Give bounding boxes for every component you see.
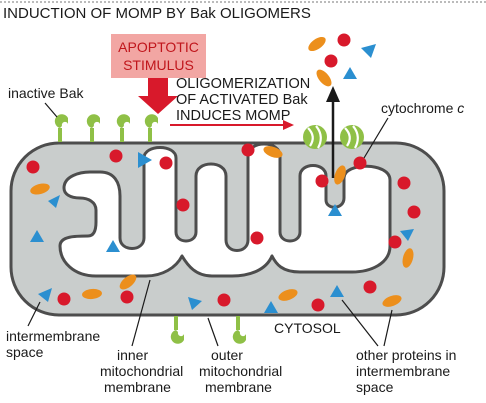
orange-proteins xyxy=(30,36,414,307)
blue-protein xyxy=(400,229,414,241)
inactive-bak-label: inactive Bak xyxy=(8,85,84,101)
blue-protein xyxy=(188,297,202,310)
oligomerization-line2: OF ACTIVATED Bak xyxy=(176,92,308,108)
orange-protein xyxy=(82,288,102,300)
inactive-bak-leader xyxy=(44,102,58,118)
cytochrome-dot xyxy=(337,33,351,47)
blue-protein xyxy=(48,195,60,208)
cytochrome-dot xyxy=(407,205,421,219)
release-arrowhead xyxy=(326,86,340,102)
cytochrome-dot xyxy=(217,293,231,307)
blue-protein xyxy=(264,301,278,313)
blue-protein xyxy=(30,230,44,242)
cytochrome-dot xyxy=(241,143,255,157)
other-leader-2 xyxy=(383,309,393,347)
blue-proteins xyxy=(30,44,414,313)
cytochrome-c-molecules xyxy=(26,33,421,312)
stimulus-line1: APOPTOTIC xyxy=(118,39,199,55)
bak-monomer xyxy=(86,114,100,142)
orange-protein xyxy=(316,69,332,87)
intermembrane-label-1: intermembrane xyxy=(6,328,100,344)
orange-protein xyxy=(334,165,346,185)
bak-oligomer-pore xyxy=(303,125,364,149)
cytochrome-dot xyxy=(57,292,71,306)
orange-protein xyxy=(119,274,137,290)
blue-protein xyxy=(106,240,120,252)
cytochrome-dot xyxy=(176,198,190,212)
cytochrome-dot xyxy=(324,54,338,68)
oligomerization-line3: INDUCES MOMP xyxy=(176,108,290,124)
other-label-1: other proteins in xyxy=(356,347,456,363)
blue-protein xyxy=(330,285,344,297)
cytochrome-dot xyxy=(26,160,40,174)
outer-label-2: mitochondrial xyxy=(199,363,282,379)
inner-leader xyxy=(131,279,151,347)
inner-label-1: inner xyxy=(117,347,148,363)
inactive-bak-group xyxy=(54,114,158,142)
outer-label-3: membrane xyxy=(205,379,272,395)
intermembrane-label-2: space xyxy=(6,344,44,360)
orange-protein xyxy=(402,248,414,268)
other-label-3: space xyxy=(356,379,394,395)
stimulus-box xyxy=(111,34,206,78)
cytochrome-label: cytochrome c xyxy=(381,100,464,116)
stimulus-arrow xyxy=(138,78,178,114)
cytosol-label: CYTOSOL xyxy=(274,320,341,336)
inner-label-3: membrane xyxy=(104,379,171,395)
diagram-title: INDUCTION OF MOMP BY Bak OLIGOMERS xyxy=(3,5,311,22)
intermembrane-leader xyxy=(27,301,41,327)
blue-protein xyxy=(361,44,376,58)
cytochrome-dot xyxy=(159,156,173,170)
blue-protein xyxy=(328,204,342,216)
inner-label-2: mitochondrial xyxy=(100,363,183,379)
orange-protein xyxy=(308,36,326,52)
other-leader-1 xyxy=(341,299,379,347)
cytochrome-dot xyxy=(363,280,377,294)
oligomerization-line1: OLIGOMERIZATION xyxy=(176,76,310,92)
inner-membrane xyxy=(58,142,392,278)
bak-monomer xyxy=(170,316,184,344)
orange-protein xyxy=(30,183,50,195)
bak-monomer xyxy=(232,316,246,344)
blue-protein xyxy=(343,67,357,79)
oligomerization-arrowhead xyxy=(283,120,294,130)
other-label-2: intermembrane xyxy=(356,363,450,379)
orange-protein xyxy=(382,295,402,307)
bottom-bak-group xyxy=(170,316,246,344)
cytochrome-dot xyxy=(311,298,325,312)
blue-protein xyxy=(38,288,52,302)
cytochrome-leader xyxy=(363,117,389,159)
cytochrome-dot xyxy=(250,231,264,245)
cytochrome-dot xyxy=(315,174,329,188)
stimulus-line2: STIMULUS xyxy=(123,57,194,73)
cytochrome-dot xyxy=(109,149,123,163)
cytochrome-dot xyxy=(353,156,367,170)
bak-monomer xyxy=(116,114,130,142)
outer-label-1: outer xyxy=(211,347,243,363)
orange-protein xyxy=(263,146,283,158)
cytochrome-dot xyxy=(120,290,134,304)
outer-leader xyxy=(207,317,219,347)
blue-protein xyxy=(138,152,152,168)
bak-monomer xyxy=(54,114,68,142)
cytochrome-dot xyxy=(397,176,411,190)
orange-protein xyxy=(278,289,298,301)
cytochrome-dot xyxy=(388,235,402,249)
bak-monomer xyxy=(144,114,158,142)
